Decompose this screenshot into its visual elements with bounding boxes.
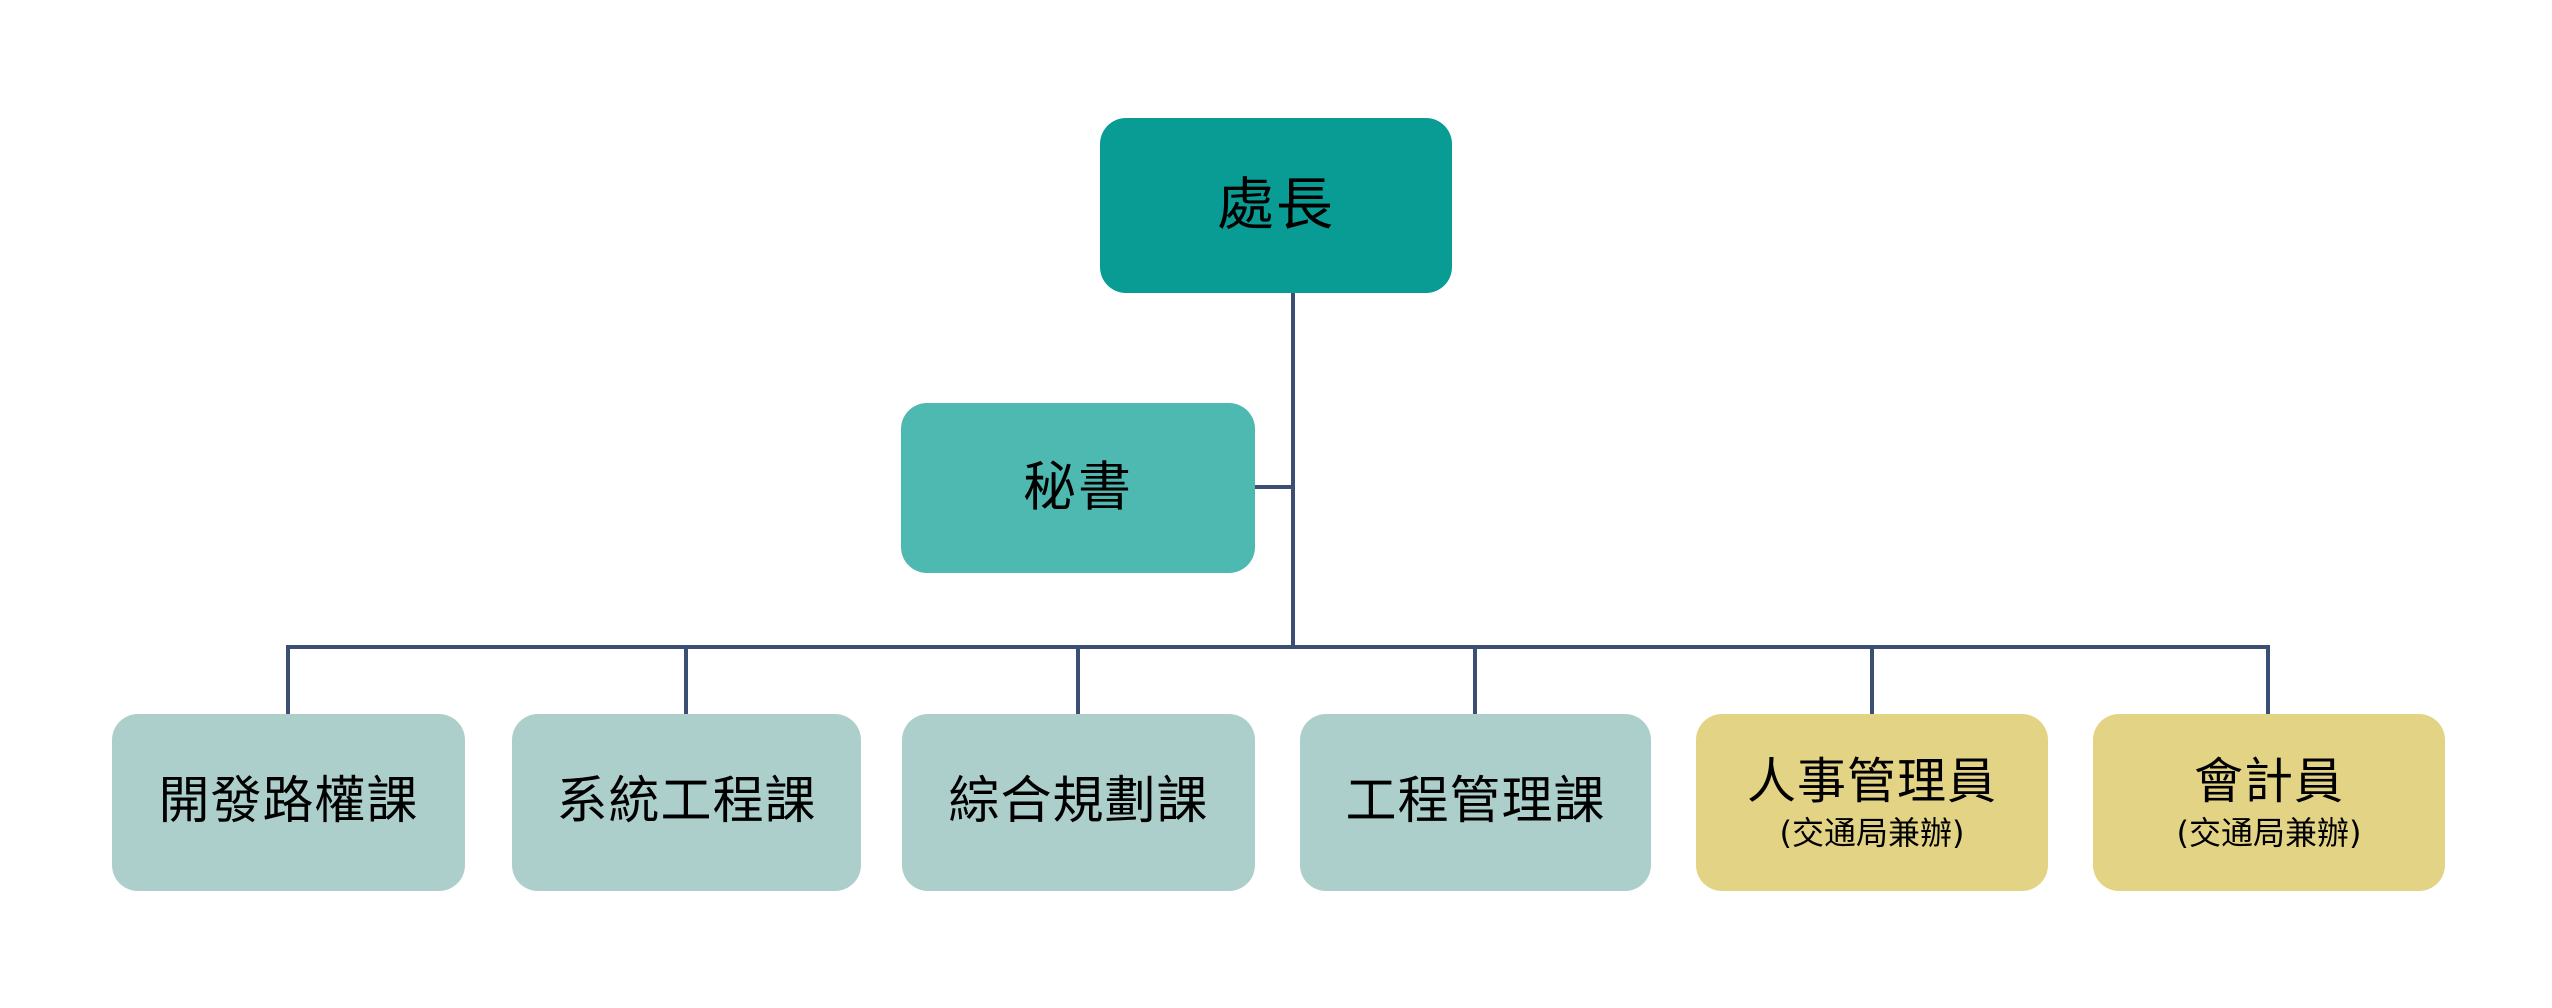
org-node-unit-3-label: 工程管理課 [1345,772,1606,832]
org-node-unit-5[interactable]: 會計員 (交通局兼辦) [2093,714,2445,891]
org-node-unit-2-label: 綜合規劃課 [948,772,1209,832]
org-node-unit-5-label: 會計員 [2193,752,2344,810]
org-node-unit-2[interactable]: 綜合規劃課 [902,714,1255,891]
connector-level3-bus [286,645,2270,649]
connector-leg-unit-1 [684,645,688,715]
connector-leg-unit-4 [1870,645,1874,715]
org-node-unit-1[interactable]: 系統工程課 [512,714,861,891]
org-node-unit-5-subtitle: (交通局兼辦) [2176,813,2362,852]
connector-secretary-stub [1253,485,1293,489]
org-node-unit-1-label: 系統工程課 [556,772,817,832]
org-node-director[interactable]: 處長 [1100,118,1452,293]
connector-leg-unit-2 [1076,645,1080,715]
org-node-unit-3[interactable]: 工程管理課 [1300,714,1651,891]
org-node-unit-4-subtitle: (交通局兼辦) [1779,813,1965,852]
org-node-unit-0-label: 開發路權課 [158,772,419,832]
connector-leg-unit-0 [286,645,290,715]
org-node-director-label: 處長 [1217,171,1335,238]
org-node-unit-4-label: 人事管理員 [1746,752,1997,810]
org-node-secretary-label: 秘書 [1023,456,1133,518]
connector-leg-unit-5 [2266,645,2270,715]
org-node-secretary[interactable]: 秘書 [901,403,1255,573]
org-node-unit-0[interactable]: 開發路權課 [112,714,465,891]
org-node-unit-4[interactable]: 人事管理員 (交通局兼辦) [1696,714,2048,891]
connector-director-trunk [1291,293,1295,647]
connector-leg-unit-3 [1473,645,1477,715]
